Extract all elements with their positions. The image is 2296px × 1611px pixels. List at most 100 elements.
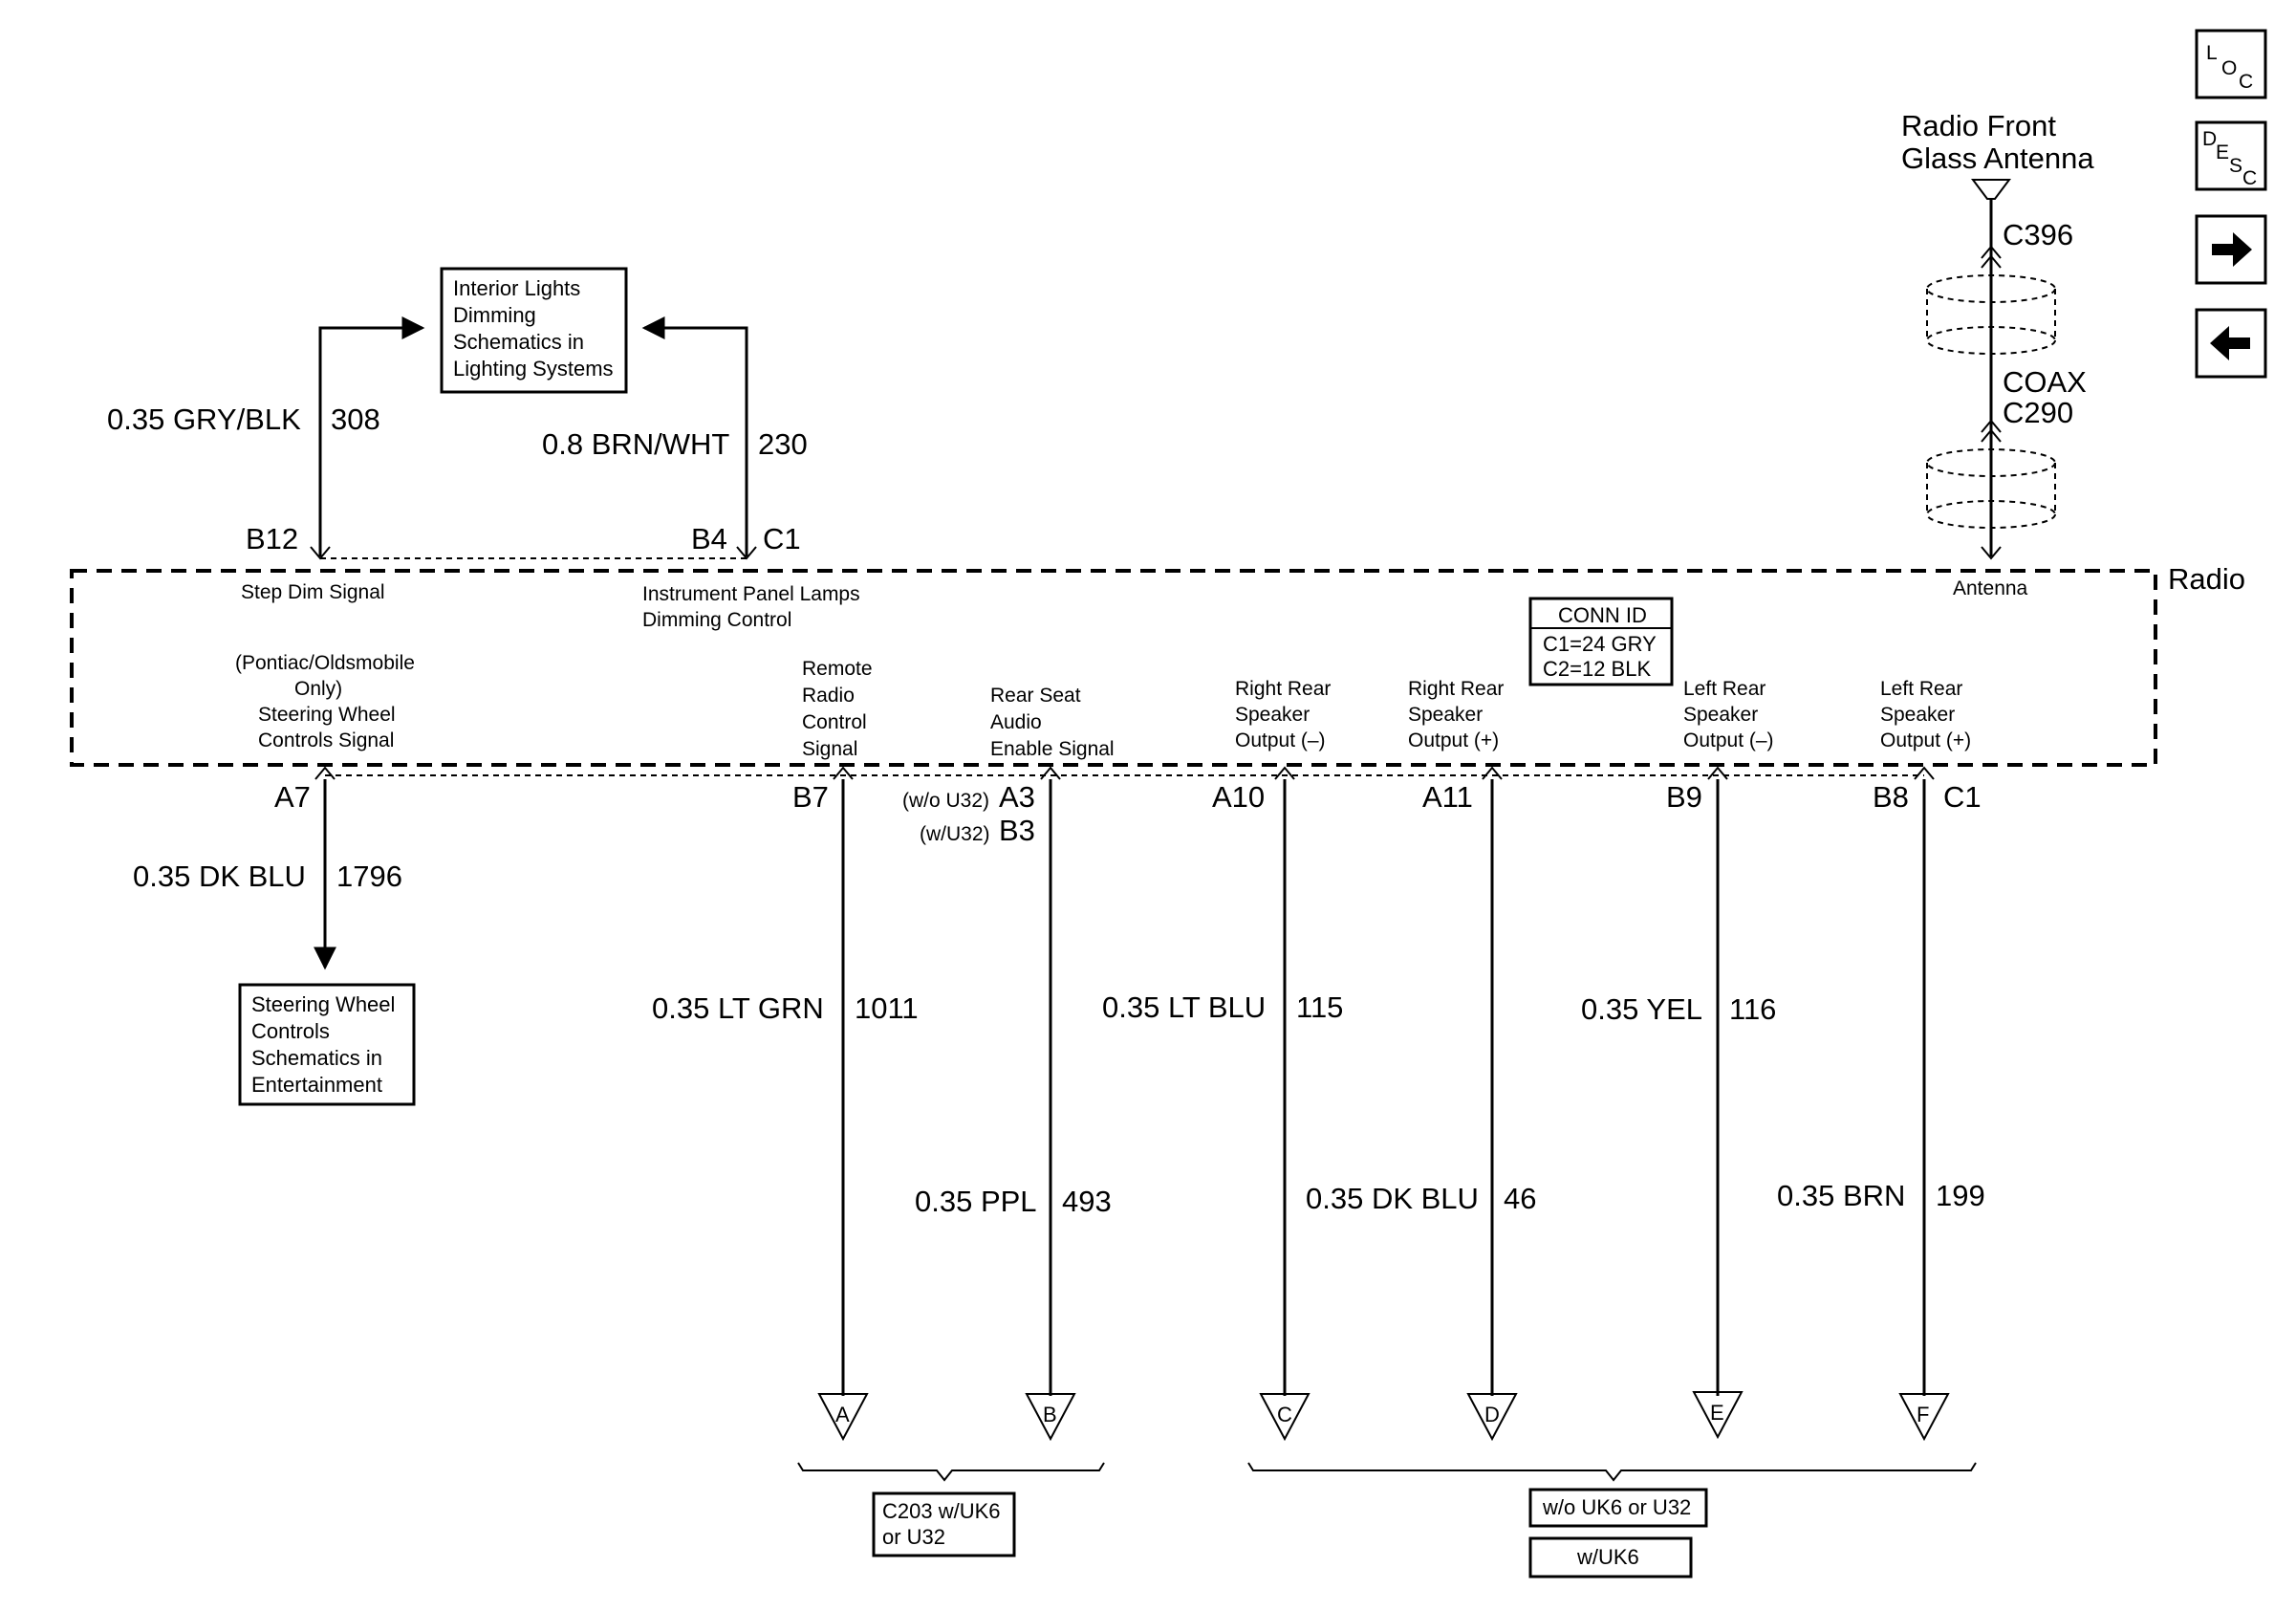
pin-a3: A3 <box>999 780 1035 814</box>
conn-id-c1: C1=24 GRY <box>1543 632 1657 656</box>
circuit-46: Right Rear Speaker Output (+) A11 0.35 D… <box>1306 678 1536 1442</box>
antenna-pin-label: Antenna <box>1953 577 2028 599</box>
wire-115-circuit: 115 <box>1296 991 1343 1024</box>
wire-493-color: 0.35 PPL <box>915 1185 1037 1218</box>
interior-box-line-4: Lighting Systems <box>453 357 614 381</box>
dest-b-marker <box>1025 1393 1076 1442</box>
conn-id-c2: C2=12 BLK <box>1543 657 1651 681</box>
bracket-right <box>1247 1462 1977 1482</box>
circuit-199: Left Rear Speaker Output (+) B8 C1 0.35 … <box>1777 678 1985 1442</box>
signal-lr-neg-3: Output (–) <box>1683 729 1774 751</box>
back-button[interactable] <box>2195 308 2267 379</box>
wire-199-circuit: 199 <box>1936 1179 1985 1212</box>
antenna-title-2: Glass Antenna <box>1901 142 2094 175</box>
wire-1011-color: 0.35 LT GRN <box>652 991 824 1025</box>
wire-116-color: 0.35 YEL <box>1581 992 1702 1026</box>
conn-id-box: CONN ID C1=24 GRY C2=12 BLK <box>1528 597 1674 686</box>
wire-46-color: 0.35 DK BLU <box>1306 1182 1479 1215</box>
dest-d: D <box>1484 1403 1500 1426</box>
antenna-title-1: Radio Front <box>1901 109 2056 142</box>
wire-308-color: 0.35 GRY/BLK <box>107 403 301 436</box>
desc-d: D <box>2202 128 2217 150</box>
wire-199-color: 0.35 BRN <box>1777 1179 1905 1212</box>
wire-230-circuit: 230 <box>758 427 808 461</box>
dest-a-marker <box>817 1393 869 1442</box>
wire-230-color: 0.8 BRN/WHT <box>542 427 729 461</box>
signal-rr-neg-2: Speaker <box>1235 704 1310 726</box>
desc-e: E <box>2216 142 2229 163</box>
group-right-line-2: w/UK6 <box>1576 1545 1639 1569</box>
circuit-493: Rear Seat Audio Enable Signal (w/o U32) … <box>902 685 1115 1442</box>
conn-c396-symbol <box>1981 245 2002 269</box>
steering-box-line-4: Entertainment <box>251 1073 382 1097</box>
signal-lr-neg-2: Speaker <box>1683 704 1758 726</box>
next-button[interactable] <box>2195 214 2267 285</box>
pin-b9: B9 <box>1666 780 1702 814</box>
dest-e-marker <box>1692 1391 1744 1440</box>
wire-1796-circuit: 1796 <box>336 860 402 893</box>
steering-wheel-box[interactable]: Steering Wheel Controls Schematics in En… <box>238 983 416 1106</box>
loc-o: O <box>2221 57 2237 79</box>
dest-d-marker <box>1466 1393 1518 1442</box>
signal-lr-pos-1: Left Rear <box>1880 678 1962 700</box>
pin-a11: A11 <box>1422 780 1473 814</box>
conn-c1-bottom: C1 <box>1943 780 1982 814</box>
conn-c290: C290 <box>2003 396 2073 429</box>
wire-1011-circuit: 1011 <box>855 991 919 1025</box>
pin-a3-note: (w/o U32) <box>902 790 989 812</box>
wire-1796-color: 0.35 DK BLU <box>133 860 306 893</box>
signal-lr-pos-2: Speaker <box>1880 704 1955 726</box>
interior-box-line-2: Dimming <box>453 303 536 327</box>
wire-46-circuit: 46 <box>1504 1182 1536 1215</box>
group-right: w/o UK6 or U32 w/UK6 <box>1247 1462 1977 1578</box>
wire-116-circuit: 116 <box>1729 992 1776 1026</box>
interior-lights-box[interactable]: Interior Lights Dimming Schematics in Li… <box>440 267 628 394</box>
conn-c1-top: C1 <box>763 522 801 555</box>
wire-308 <box>318 316 425 556</box>
steering-box-line-1: Steering Wheel <box>251 992 395 1016</box>
bracket-left <box>797 1462 1105 1482</box>
group-right-box-2 <box>1528 1536 1693 1578</box>
loc-l: L <box>2206 42 2218 64</box>
loc-button[interactable]: L O C <box>2195 29 2267 99</box>
conn-c290-symbol <box>1981 419 2002 443</box>
circuit-115: Right Rear Speaker Output (–) A10 0.35 L… <box>1102 678 1343 1442</box>
coax-shield-lower <box>1926 448 2056 529</box>
pin-a10: A10 <box>1212 780 1265 814</box>
pin-b3: B3 <box>999 814 1035 847</box>
dest-f: F <box>1917 1403 1929 1426</box>
circuit-1011: Remote Radio Control Signal B7 0.35 LT G… <box>652 658 919 1442</box>
steering-signal-4: Controls Signal <box>258 729 394 751</box>
antenna-section: Radio Front Glass Antenna C396 COAX C290… <box>1901 109 2094 599</box>
signal-rr-pos-2: Speaker <box>1408 704 1483 726</box>
signal-rr-neg-1: Right Rear <box>1235 678 1331 700</box>
pin-b3-note: (w/U32) <box>920 823 990 845</box>
dest-e: E <box>1710 1401 1724 1425</box>
antenna-icon <box>1971 179 2011 200</box>
coax-label: COAX <box>2003 365 2087 399</box>
group-right-box-1 <box>1528 1488 1708 1528</box>
pin-b8: B8 <box>1873 780 1909 814</box>
signal-rear-seat-3: Enable Signal <box>990 738 1115 760</box>
signal-remote-2: Radio <box>802 685 855 707</box>
group-right-line-1: w/o UK6 or U32 <box>1542 1495 1691 1519</box>
wire-115-color: 0.35 LT BLU <box>1102 991 1266 1024</box>
loc-c: C <box>2239 71 2253 93</box>
group-left-line-1: C203 w/UK6 <box>882 1499 1001 1523</box>
dest-c: C <box>1277 1403 1292 1426</box>
steering-box-line-2: Controls <box>251 1019 330 1043</box>
desc-s: S <box>2229 155 2242 177</box>
steering-signal-1: (Pontiac/Oldsmobile <box>235 652 415 674</box>
signal-rear-seat-2: Audio <box>990 711 1042 733</box>
radio-label: Radio <box>2168 562 2245 596</box>
signal-rear-seat-1: Rear Seat <box>990 685 1081 707</box>
signal-rr-pos-1: Right Rear <box>1408 678 1504 700</box>
desc-button[interactable]: D E S C <box>2195 120 2267 191</box>
circuit-116: Left Rear Speaker Output (–) B9 0.35 YEL… <box>1581 678 1776 1440</box>
dest-f-marker <box>1898 1393 1950 1442</box>
pin-a7: A7 <box>274 780 311 814</box>
signal-ip-dim-2: Dimming Control <box>642 609 791 631</box>
group-left-line-2: or U32 <box>882 1525 945 1549</box>
coax-shield-upper <box>1926 274 2056 355</box>
